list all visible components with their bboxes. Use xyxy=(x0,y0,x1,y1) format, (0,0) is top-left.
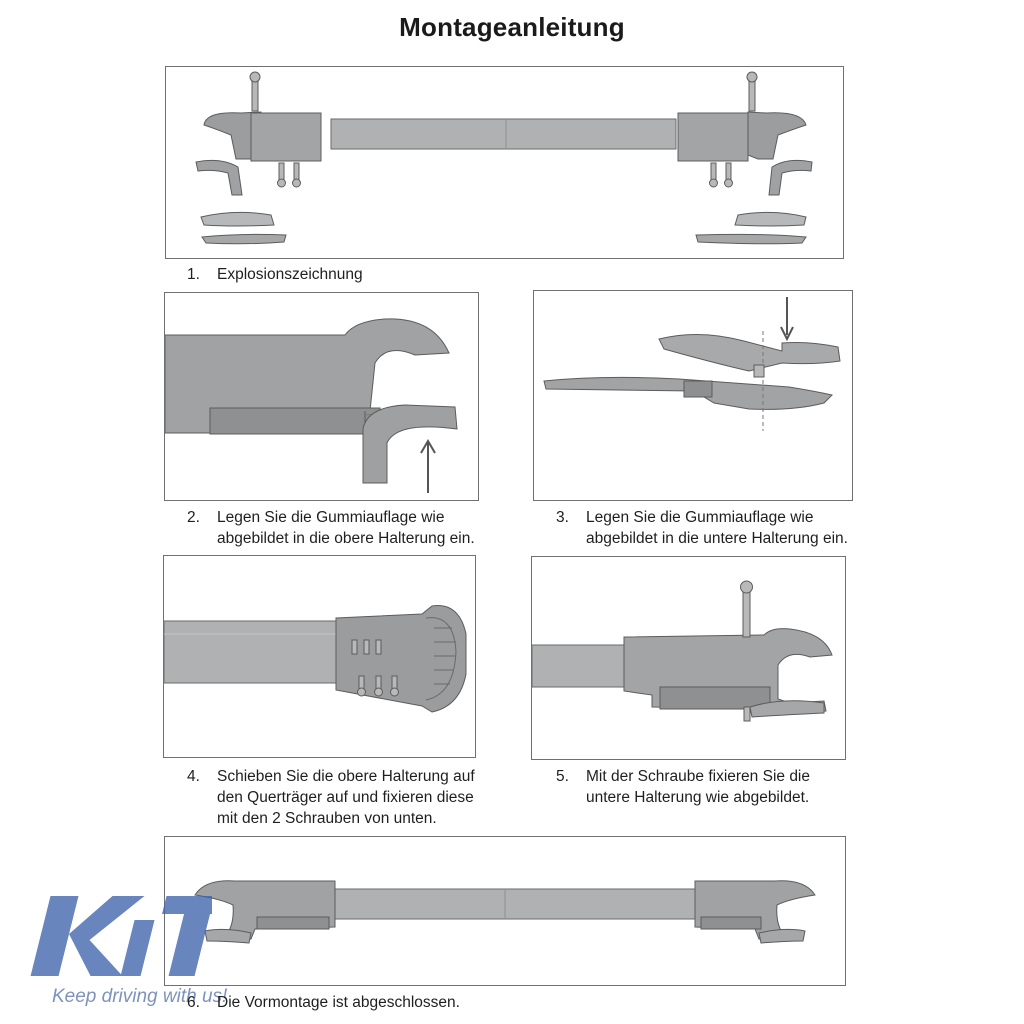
step-text: Legen Sie die Gummiauflage wie abgebilde… xyxy=(217,509,475,547)
step-4-caption: 4. Schieben Sie die obere Halterung auf … xyxy=(187,766,517,832)
figure-step-2 xyxy=(164,292,479,501)
step-text: Legen Sie die Gummiauflage wie abgebilde… xyxy=(586,509,848,547)
fix-lower-bracket-drawing xyxy=(532,580,833,722)
figure-step-3 xyxy=(533,290,853,501)
assembled-crossbar-drawing xyxy=(194,880,816,944)
step-2-caption: 2. Legen Sie die Gummiauflage wie abgebi… xyxy=(187,507,517,551)
kitt-logo-icon xyxy=(30,896,212,976)
step-number: 2. xyxy=(187,509,200,526)
step-text: Explosionszeichnung xyxy=(217,266,363,283)
step-6-caption: 6. Die Vormontage ist abgeschlossen. xyxy=(187,992,587,1014)
slide-on-bracket-drawing xyxy=(164,605,467,713)
step-3-caption: 3. Legen Sie die Gummiauflage wie abgebi… xyxy=(556,507,886,551)
step-text: Die Vormontage ist abgeschlossen. xyxy=(217,994,460,1011)
step-1-caption: 1. Explosionszeichnung xyxy=(187,264,567,286)
exploded-view-drawing xyxy=(195,71,813,245)
step-text: Schieben Sie die obere Halterung auf den… xyxy=(217,768,475,827)
step-5-caption: 5. Mit der Schraube fixieren Sie die unt… xyxy=(556,766,886,810)
figure-step-5 xyxy=(531,556,846,760)
kitt-watermark: Keep driving with us! xyxy=(22,890,272,1020)
step-number: 3. xyxy=(556,509,569,526)
figure-exploded-view xyxy=(165,66,844,259)
lower-bracket-drawing xyxy=(543,297,841,431)
step-text: Mit der Schraube fixieren Sie die untere… xyxy=(586,768,811,806)
step-number: 6. xyxy=(187,994,200,1011)
step-number: 5. xyxy=(556,768,569,785)
step-number: 4. xyxy=(187,768,200,785)
step-number: 1. xyxy=(187,266,200,283)
watermark-slogan: Keep driving with us! xyxy=(52,986,228,1007)
upper-bracket-drawing xyxy=(165,318,458,493)
figure-step-4 xyxy=(163,555,476,758)
page-title: Montageanleitung xyxy=(399,12,625,42)
figure-step-6 xyxy=(164,836,846,986)
